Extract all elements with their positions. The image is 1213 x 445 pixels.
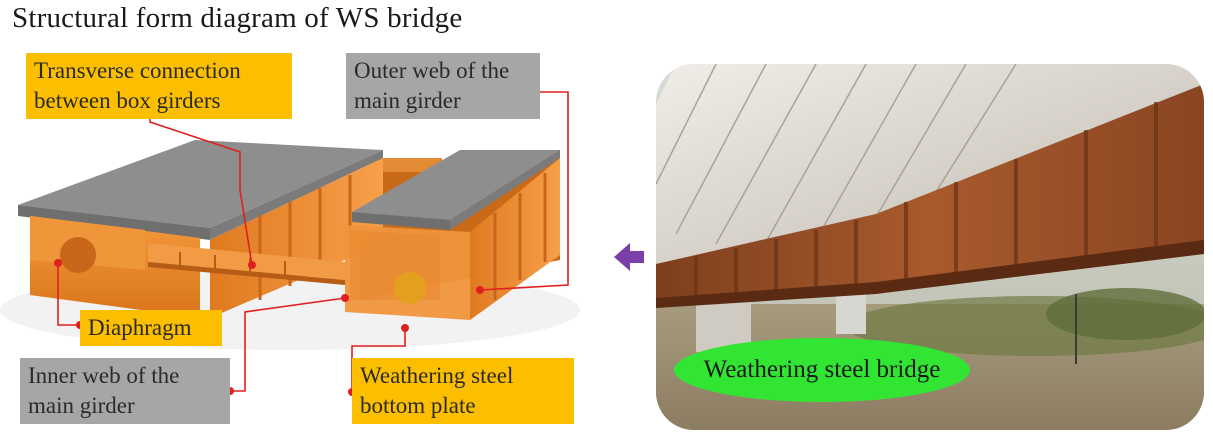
leader-inner-web (230, 297, 346, 392)
rusty-girder (656, 84, 1204, 302)
diaphragm-hole-left (60, 237, 96, 273)
right-girder-deck (352, 150, 560, 220)
label-transverse-connection: Transverse connection between box girder… (26, 53, 292, 119)
diaphragm-hole-right (394, 272, 426, 304)
photo-label-text: Weathering steel bridge (703, 356, 941, 383)
structural-form-diagram (0, 91, 580, 396)
left-girder-side-web (210, 158, 383, 318)
transverse-connection-front (148, 243, 345, 280)
arrow-left-icon (614, 243, 644, 271)
label-outer-web: Outer web of the main girder (346, 53, 540, 119)
diagram-title: Structural form diagram of WS bridge (12, 2, 463, 34)
leader-diaphragm (57, 263, 80, 326)
label-inner-web: Inner web of the main girder (20, 358, 230, 424)
label-bottom-plate: Weathering steel bottom plate (352, 358, 574, 424)
label-diaphragm: Diaphragm (80, 310, 222, 346)
transverse-connection-back (372, 158, 442, 172)
photo-label-ellipse: Weathering steel bridge (674, 338, 970, 402)
leader-outer-web (479, 91, 569, 291)
left-girder-deck (18, 140, 383, 228)
right-girder-side-web (470, 158, 560, 320)
